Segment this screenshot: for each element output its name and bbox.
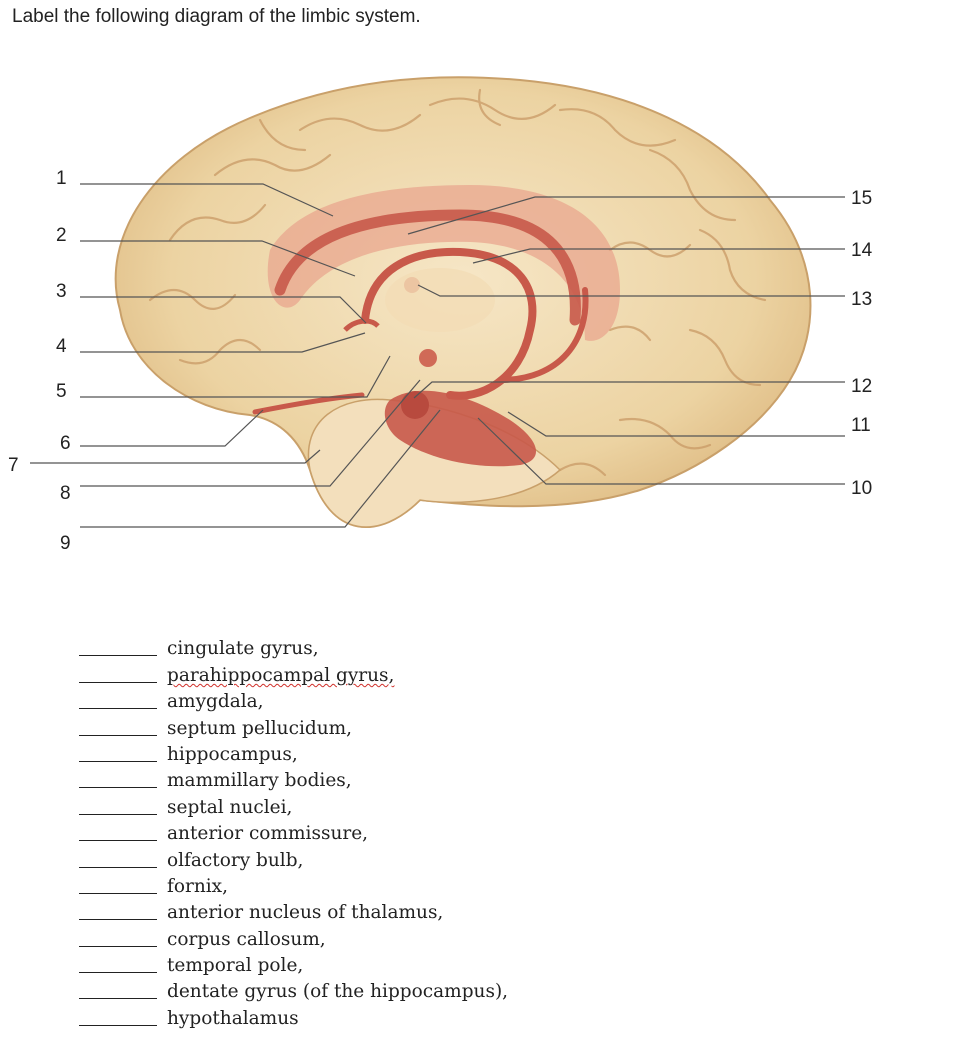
term-label: hypothalamus [167, 1007, 299, 1029]
label-number-9: 9 [60, 533, 71, 554]
answer-blank[interactable] [79, 866, 157, 868]
term-row: anterior commissure, [79, 819, 508, 845]
label-number-3: 3 [56, 281, 67, 302]
term-label: hippocampus, [167, 743, 298, 765]
label-number-4: 4 [56, 336, 67, 357]
term-label: anterior commissure, [167, 823, 369, 845]
anterior-commissure [343, 318, 380, 332]
term-label: dentate gyrus (of the hippocampus), [167, 981, 509, 1003]
term-row: mammillary bodies, [79, 766, 508, 792]
term-row: dentate gyrus (of the hippocampus), [79, 977, 508, 1003]
term-row: hypothalamus [79, 1003, 508, 1029]
answer-blank[interactable] [79, 708, 157, 710]
label-number-8: 8 [60, 483, 71, 504]
label-number-10: 10 [851, 478, 872, 499]
term-row: temporal pole, [79, 951, 508, 977]
term-label: septum pellucidum, [167, 717, 353, 739]
term-row: hippocampus, [79, 740, 508, 766]
label-number-7: 7 [8, 455, 19, 476]
answer-blank[interactable] [79, 892, 157, 894]
amygdala-lower [401, 391, 429, 419]
label-number-14: 14 [851, 240, 873, 261]
limbic-structures [252, 185, 620, 467]
gyri-texture [148, 88, 767, 477]
term-list: cingulate gyrus, parahippocampal gyrus, … [79, 634, 508, 1030]
hippocampus-curve [497, 287, 589, 383]
term-row: cingulate gyrus, [79, 634, 508, 660]
answer-blank[interactable] [79, 998, 157, 1000]
label-number-5: 5 [56, 381, 67, 402]
answer-blank[interactable] [79, 813, 157, 815]
label-number-2: 2 [56, 225, 67, 246]
term-row: anterior nucleus of thalamus, [79, 898, 508, 924]
term-row: septum pellucidum, [79, 713, 508, 739]
term-label: amygdala, [167, 691, 264, 713]
label-number-13: 13 [851, 289, 872, 310]
corpus-callosum-arc [274, 209, 581, 326]
answer-blank[interactable] [79, 787, 157, 789]
term-row: corpus callosum, [79, 924, 508, 950]
answer-blank[interactable] [79, 919, 157, 921]
term-row: parahippocampal gyrus, [79, 660, 508, 686]
answer-blank[interactable] [79, 760, 157, 762]
term-row: amygdala, [79, 687, 508, 713]
answer-blank[interactable] [79, 945, 157, 947]
label-number-11: 11 [851, 415, 871, 436]
term-label: olfactory bulb, [167, 849, 304, 871]
answer-blank[interactable] [79, 734, 157, 736]
term-label: fornix, [167, 875, 228, 897]
term-label: temporal pole, [167, 955, 304, 977]
term-row: olfactory bulb, [79, 845, 508, 871]
answer-blank[interactable] [79, 972, 157, 974]
page-title: Label the following diagram of the limbi… [12, 6, 421, 27]
amygdala [419, 349, 437, 367]
term-label: anterior nucleus of thalamus, [167, 902, 444, 924]
answer-blank[interactable] [79, 840, 157, 842]
label-number-15: 15 [851, 188, 872, 209]
leader-lines [30, 183, 845, 528]
olfactory-tract [252, 392, 365, 415]
term-row: septal nuclei, [79, 792, 508, 818]
term-label: parahippocampal gyrus, [167, 664, 395, 686]
term-label: cingulate gyrus, [167, 638, 319, 660]
term-label: septal nuclei, [167, 796, 293, 818]
answer-blank[interactable] [79, 1024, 157, 1026]
term-label: mammillary bodies, [167, 770, 352, 792]
label-number-6: 6 [60, 433, 71, 454]
label-number-12: 12 [851, 376, 872, 397]
limbic-system-diagram: 1 2 3 4 5 6 7 8 9 15 14 13 12 11 10 [8, 76, 873, 554]
term-row: fornix, [79, 872, 508, 898]
answer-blank[interactable] [79, 655, 157, 657]
thalamus [385, 268, 495, 332]
label-number-1: 1 [56, 168, 67, 189]
answer-blank[interactable] [79, 681, 157, 683]
term-label: corpus callosum, [167, 928, 326, 950]
